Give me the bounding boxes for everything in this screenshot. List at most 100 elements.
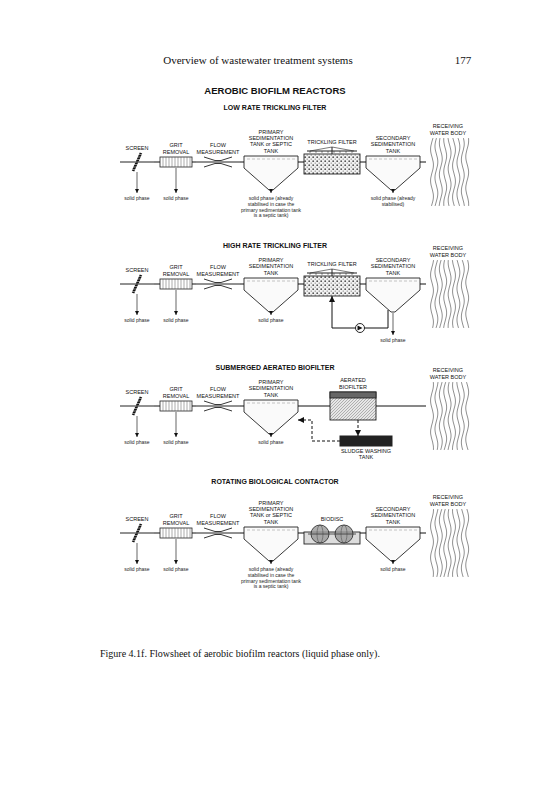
sludge-arrow — [271, 435, 272, 437]
flow-line — [298, 420, 340, 441]
unit-node: SCREEN — [120, 516, 154, 542]
unit-label: GRIT REMOVAL — [160, 264, 192, 277]
flow-line — [376, 406, 426, 407]
flow-line — [298, 406, 330, 407]
screen-symbol — [120, 153, 154, 171]
unit-label: PRIMARY SEDIMENTATION TANK — [244, 257, 298, 276]
unit-node: SECONDARY SEDIMENTATION TANK — [366, 257, 420, 312]
flow-line — [192, 162, 196, 163]
water-symbol — [431, 260, 469, 328]
unit-node: FLOW MEASUREMENT — [196, 386, 240, 411]
grit-symbol — [160, 528, 192, 538]
flow-symbol — [196, 401, 240, 411]
unit-label: PRIMARY SEDIMENTATION TANK — [244, 379, 298, 398]
tank-symbol — [366, 278, 420, 312]
flow-line — [420, 162, 426, 163]
flow-line — [240, 406, 244, 407]
screen-symbol — [120, 275, 154, 293]
flow-symbol — [196, 279, 240, 289]
unit-label: SCREEN — [120, 389, 154, 395]
flow-line — [240, 284, 244, 285]
tf-symbol — [304, 269, 360, 296]
screen-symbol — [120, 524, 154, 542]
diagram-title: AEROBIC BIOFILM REACTORS — [125, 86, 425, 97]
sludge-arrow — [176, 168, 177, 193]
pump-symbol — [356, 324, 365, 333]
flow-line — [154, 284, 160, 285]
unit-node: SCREEN — [120, 389, 154, 415]
text-label: SUBMERGED AERATED BIOFILTER — [125, 364, 425, 372]
text-label: 177 — [448, 54, 478, 67]
unit-node: SECONDARY SEDIMENTATION TANK — [366, 506, 420, 561]
sludge-arrow — [176, 412, 177, 437]
text-label: solid phase (already stabilised) — [366, 196, 420, 208]
unit-node: PRIMARY SEDIMENTATION TANK or SEPTIC TAN… — [244, 129, 298, 190]
text-label: Overview of wastewater treatment systems — [93, 54, 423, 67]
text-label: solid phase — [373, 567, 413, 573]
unit-label: RECEIVING WATER BODY — [426, 245, 470, 258]
sludge-arrow — [271, 191, 272, 193]
unit-label: SCREEN — [120, 267, 154, 273]
flow-line — [420, 533, 426, 534]
pump-layer — [356, 324, 365, 333]
unit-node: GRIT REMOVAL — [160, 142, 192, 167]
text-label: solid phase — [120, 440, 154, 446]
flow-line — [192, 406, 196, 407]
unit-label: GRIT REMOVAL — [160, 142, 192, 155]
grit-symbol — [160, 279, 192, 289]
flow-line — [360, 284, 366, 285]
unit-label: SECONDARY SEDIMENTATION TANK — [366, 257, 420, 276]
unit-node: RECEIVING WATER BODY — [426, 367, 470, 450]
sludge-arrow — [137, 416, 138, 437]
text-label: solid phase — [251, 440, 291, 446]
screen-symbol — [120, 397, 154, 415]
sludge-arrow — [137, 543, 138, 564]
tank-symbol — [244, 527, 298, 561]
text-label: ROTATING BIOLOGICAL CONTACTOR — [125, 478, 425, 486]
flow-line — [360, 162, 366, 163]
unit-label: SECONDARY SEDIMENTATION TANK — [366, 135, 420, 154]
unit-label: TRICKLING FILTER — [304, 139, 360, 145]
unit-label: SLUDGE WASHING TANK — [340, 448, 392, 461]
sludge-arrow — [393, 562, 394, 564]
water-symbol — [431, 509, 469, 577]
unit-icons — [120, 138, 469, 577]
flow-line — [420, 284, 426, 285]
unit-label: AERATED BIOFILTER — [330, 377, 376, 390]
unit-node: FLOW MEASUREMENT — [196, 142, 240, 167]
tank-symbol — [244, 400, 298, 434]
text-label: solid phase — [120, 567, 154, 573]
text-label: LOW RATE TRICKLING FILTER — [125, 104, 425, 112]
flow-line — [298, 533, 304, 534]
flow-line — [192, 533, 196, 534]
unit-label: SCREEN — [120, 145, 154, 151]
rbc-symbol — [304, 525, 360, 544]
unit-node: GRIT REMOVAL — [160, 513, 192, 538]
unit-node: RECEIVING WATER BODY — [426, 494, 470, 577]
sludge-arrow — [271, 313, 272, 315]
unit-node: AERATED BIOFILTER — [330, 377, 376, 420]
unit-node: SCREEN — [120, 267, 154, 293]
unit-node: FLOW MEASUREMENT — [196, 264, 240, 289]
unit-node: FLOW MEASUREMENT — [196, 513, 240, 538]
flow-line — [154, 406, 160, 407]
bio-symbol — [330, 392, 376, 420]
unit-node: GRIT REMOVAL — [160, 386, 192, 411]
text-label: solid phase — [251, 318, 291, 324]
unit-node: TRICKLING FILTER — [304, 261, 360, 296]
unit-label: GRIT REMOVAL — [160, 513, 192, 526]
text-label: HIGH RATE TRICKLING FILTER — [125, 242, 425, 250]
unit-node: SLUDGE WASHING TANK — [340, 436, 392, 461]
unit-label: FLOW MEASUREMENT — [196, 142, 240, 155]
unit-node: PRIMARY SEDIMENTATION TANK — [244, 379, 298, 434]
tf-symbol — [304, 147, 360, 174]
unit-node: GRIT REMOVAL — [160, 264, 192, 289]
flow-line — [192, 284, 196, 285]
unit-label: RECEIVING WATER BODY — [426, 367, 470, 380]
text-label: solid phase — [159, 318, 193, 324]
tank-symbol — [366, 156, 420, 190]
text-label: solid phase (already stabilised in case … — [240, 196, 302, 219]
flow-line — [298, 162, 304, 163]
